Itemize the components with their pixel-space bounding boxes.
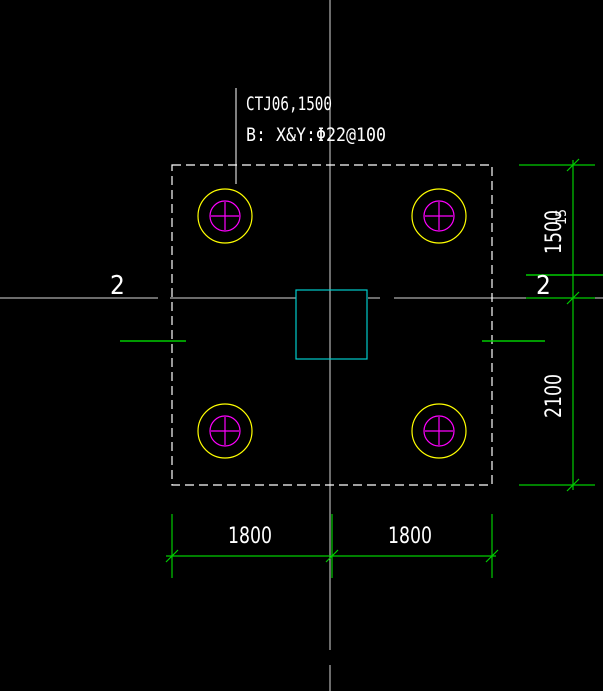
right-dimension (519, 158, 595, 492)
tick-top (566, 158, 580, 172)
pile-cap-label[interactable]: CTJ06,1500 (246, 93, 332, 115)
pile-bottom-left[interactable] (197, 403, 253, 459)
pile-inner-ring (209, 200, 241, 232)
tick-bottom (566, 478, 580, 492)
dim-right-top[interactable]: 1500 (542, 210, 567, 254)
pile-inner-ring (423, 200, 455, 232)
tick-mid (325, 549, 339, 563)
pile-outer-ring (411, 188, 467, 244)
pile-top-left[interactable] (197, 188, 253, 244)
pile-top-right[interactable] (411, 188, 467, 244)
dim-bottom-right[interactable]: 1800 (388, 524, 432, 549)
tick-left (165, 549, 179, 563)
dim-bottom-left[interactable]: 1800 (228, 524, 272, 549)
pile-inner-ring (209, 415, 241, 447)
pile-outer-ring (411, 403, 467, 459)
axis-mark-right-small[interactable]: 15 (554, 209, 570, 225)
tick-mid (566, 291, 580, 305)
pile-cap-outline[interactable] (171, 164, 493, 486)
pile-outer-ring (197, 188, 253, 244)
bottom-dimension (165, 514, 499, 578)
column-section[interactable] (295, 289, 368, 360)
pile-outer-ring (197, 403, 253, 459)
pile-inner-ring (423, 415, 455, 447)
section-mark-left[interactable]: 2 (110, 271, 125, 301)
tick-right (485, 549, 499, 563)
section-mark-right[interactable]: 2 (536, 271, 551, 301)
dim-right-bottom[interactable]: 2100 (542, 374, 567, 418)
reinforcement-label[interactable]: B: X&Y:Φ22@100 (246, 124, 386, 146)
pile-bottom-right[interactable] (411, 403, 467, 459)
section-cut-lines (120, 274, 603, 342)
